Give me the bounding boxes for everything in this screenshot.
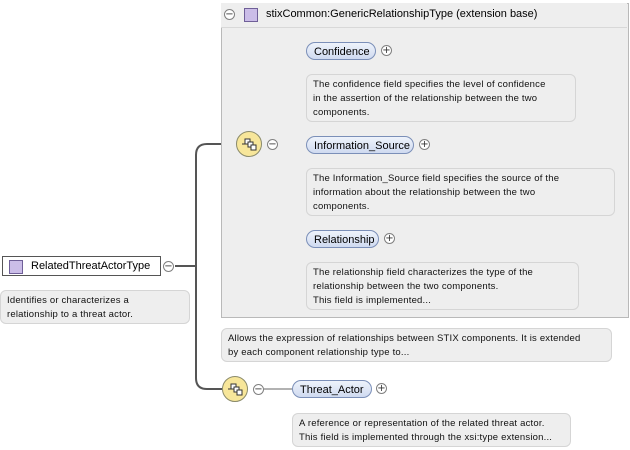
type-icon [9, 260, 23, 274]
doc-line: The Information_Source field specifies t… [313, 173, 560, 184]
doc-line: by each component relationship type to..… [228, 347, 410, 358]
doc-line: in the assertion of the relationship bet… [313, 93, 538, 104]
extension-base-documentation: Allows the expression of relationships b… [221, 328, 612, 362]
doc-line: This field is implemented... [313, 295, 432, 306]
confidence-documentation: The confidence field specifies the level… [306, 74, 576, 122]
sequence-icon[interactable] [236, 131, 262, 157]
collapse-icon[interactable]: − [267, 139, 278, 150]
collapse-icon[interactable]: − [224, 9, 235, 20]
doc-line: information about the relationship betwe… [313, 187, 536, 198]
doc-line: relationship between the two components. [313, 281, 499, 292]
doc-line: components. [313, 201, 370, 212]
element-threat-actor[interactable]: Threat_Actor [292, 380, 372, 398]
doc-line: Identifies or characterizes a [7, 295, 129, 306]
doc-line: This field is implemented through the xs… [299, 432, 553, 443]
threat-actor-documentation: A reference or representation of the rel… [292, 413, 571, 447]
element-relationship[interactable]: Relationship [306, 230, 379, 248]
doc-line: A reference or representation of the rel… [299, 418, 545, 429]
doc-line: The relationship field characterizes the… [313, 267, 534, 278]
doc-line: relationship to a threat actor. [7, 309, 134, 320]
root-type-box[interactable]: RelatedThreatActorType [2, 256, 161, 276]
expand-icon[interactable]: + [384, 233, 395, 244]
expand-icon[interactable]: + [381, 45, 392, 56]
extension-base-label: stixCommon:GenericRelationshipType (exte… [266, 8, 538, 20]
doc-line: Allows the expression of relationships b… [228, 333, 581, 344]
root-type-label: RelatedThreatActorType [31, 260, 151, 272]
relationship-documentation: The relationship field characterizes the… [306, 262, 579, 310]
element-information-source[interactable]: Information_Source [306, 136, 414, 154]
sequence-icon[interactable] [222, 376, 248, 402]
collapse-icon[interactable]: − [253, 384, 264, 395]
extension-base-header [221, 3, 627, 28]
doc-line: The confidence field specifies the level… [313, 79, 546, 90]
type-icon [244, 8, 258, 22]
information-source-documentation: The Information_Source field specifies t… [306, 168, 615, 216]
collapse-icon[interactable]: − [163, 261, 174, 272]
expand-icon[interactable]: + [376, 383, 387, 394]
root-documentation: Identifies or characterizes a relationsh… [0, 290, 190, 324]
element-confidence[interactable]: Confidence [306, 42, 376, 60]
expand-icon[interactable]: + [419, 139, 430, 150]
doc-line: components. [313, 107, 370, 118]
